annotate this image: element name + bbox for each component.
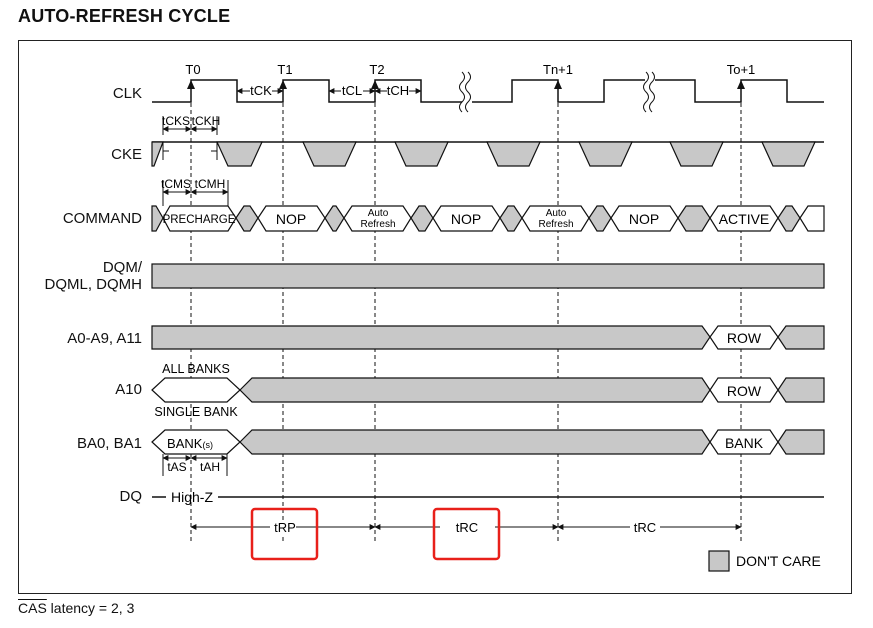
- edge-label-t2: T2: [369, 62, 384, 77]
- edge-label-t1: T1: [277, 62, 292, 77]
- a10-single-bank-label: SINGLE BANK: [154, 405, 238, 419]
- legend-dont-care-swatch: [708, 550, 730, 572]
- timing-tckh: tCKH: [192, 114, 221, 128]
- signal-label-dq: DQ: [120, 488, 143, 505]
- timing-tcms: tCMS: [161, 177, 191, 191]
- signal-label-a10: A10: [115, 381, 142, 398]
- command-active-label: ACTIVE: [719, 211, 770, 227]
- timing-tcl: tCL: [342, 83, 362, 98]
- clk-waveform-c: [655, 79, 824, 103]
- clk-waveform-a: [152, 79, 462, 103]
- highlight-trp: [250, 507, 319, 561]
- command-nop-1-label: NOP: [276, 211, 306, 227]
- signal-label-ba: BA0, BA1: [77, 435, 142, 452]
- command-nop-3-label: NOP: [629, 211, 659, 227]
- timing-tah: tAH: [200, 460, 220, 474]
- addr-row-label: ROW: [727, 330, 762, 346]
- ba-bank-final-label: BANK: [725, 435, 764, 451]
- command-auto-refresh-1-line1: Auto: [368, 208, 389, 219]
- edge-label-to1: To+1: [727, 62, 756, 77]
- command-nop-2-label: NOP: [451, 211, 481, 227]
- command-auto-refresh-1-line2: Refresh: [360, 219, 395, 230]
- signal-label-clk: CLK: [113, 85, 142, 102]
- command-auto-refresh-2-line1: Auto: [546, 208, 567, 219]
- clk-waveform-b: [472, 79, 645, 103]
- command-auto-refresh-2-line2: Refresh: [538, 219, 573, 230]
- a10-row-label: ROW: [727, 383, 762, 399]
- dq-high-z: High-Z: [171, 489, 213, 505]
- a10-all-banks-label: ALL BANKS: [162, 362, 230, 376]
- edge-label-t0: T0: [185, 62, 200, 77]
- timing-trp: tRP: [274, 520, 296, 535]
- timing-tcks: tCKS: [162, 114, 190, 128]
- footnote-cas: CAS: [18, 600, 47, 616]
- timing-tck: tCK: [250, 83, 272, 98]
- signal-label-addr: A0-A9, A11: [67, 330, 142, 347]
- signal-label-cke: CKE: [111, 146, 142, 163]
- signal-label-dqm: DQM/: [103, 259, 143, 276]
- footnote: CAS latency = 2, 3: [18, 600, 134, 616]
- ba-bank-label: BANK(s): [167, 436, 213, 451]
- command-precharge-label: PRECHARGE: [163, 214, 236, 226]
- a10-all-banks: [151, 377, 241, 403]
- timing-tch: tCH: [387, 83, 409, 98]
- signal-label-command: COMMAND: [63, 210, 142, 227]
- timing-trc-1: tRC: [456, 520, 478, 535]
- timing-trc-2: tRC: [634, 520, 656, 535]
- timing-tcmh: tCMH: [195, 177, 226, 191]
- page-title: AUTO-REFRESH CYCLE: [18, 6, 231, 26]
- diagram-frame: [18, 40, 852, 594]
- signal-label-dqml: DQML, DQMH: [45, 276, 143, 293]
- legend-dont-care-label: DON'T CARE: [736, 553, 821, 569]
- break-markers: [459, 71, 655, 113]
- highlight-trc: [432, 507, 501, 561]
- edge-label-tn1: Tn+1: [543, 62, 573, 77]
- timing-tas: tAS: [167, 460, 186, 474]
- dqm-dont-care: [151, 263, 825, 289]
- footnote-rest: latency = 2, 3: [46, 600, 135, 616]
